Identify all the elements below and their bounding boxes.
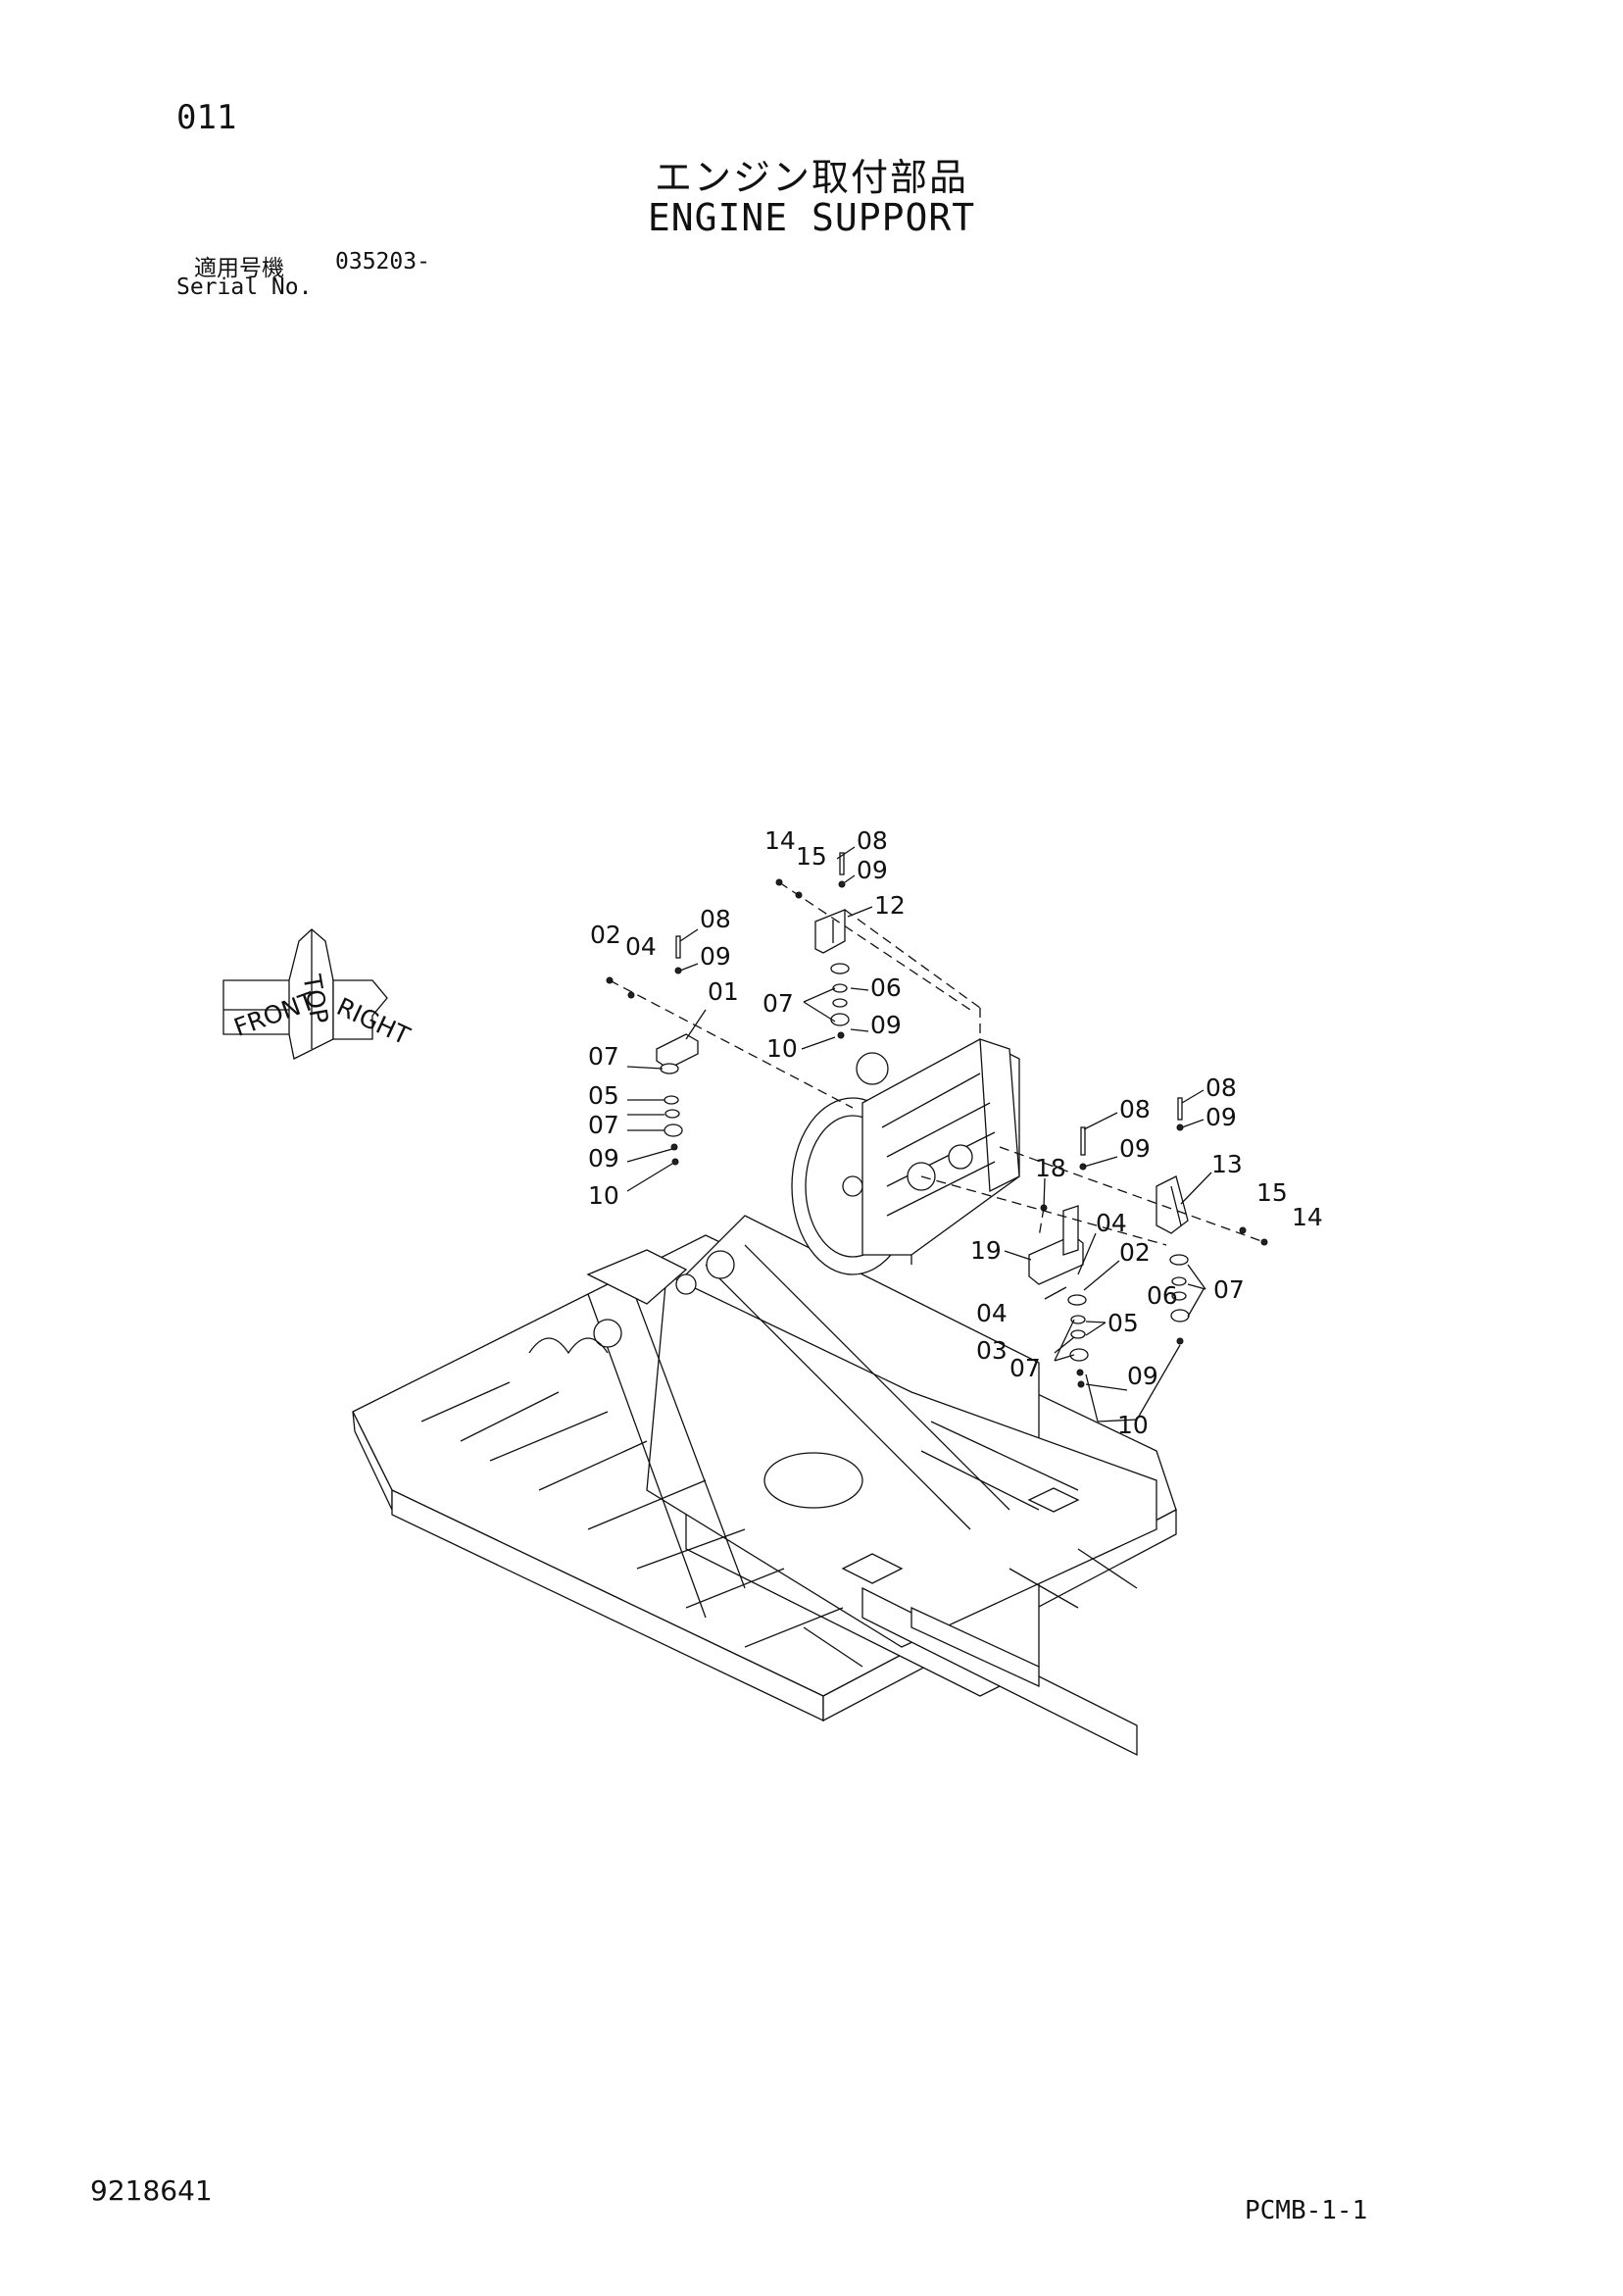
callout-10: 10 [1117, 1411, 1149, 1439]
callout-07: 07 [588, 1111, 619, 1139]
callout-08: 08 [857, 826, 888, 855]
callout-18: 18 [1035, 1154, 1066, 1182]
callout-10: 10 [766, 1034, 798, 1063]
callout-07: 07 [1009, 1354, 1041, 1382]
callout-07: 07 [1213, 1275, 1245, 1304]
callout-08: 08 [1119, 1095, 1151, 1123]
upper-frame-chassis [352, 1215, 1177, 1757]
orientation-icon: FRONT TOP RIGHT [222, 928, 415, 1060]
callout-08: 08 [1205, 1073, 1237, 1102]
callout-15: 15 [796, 842, 827, 871]
callout-02: 02 [590, 921, 621, 949]
callout-04: 04 [625, 932, 657, 961]
leader-lines [626, 846, 1212, 1423]
callout-09: 09 [1205, 1103, 1237, 1131]
callout-09: 09 [1119, 1134, 1151, 1163]
callout-07: 07 [762, 989, 794, 1018]
callout-labels: 14 15 08 09 12 02 04 08 09 01 07 06 09 1… [588, 826, 1323, 1439]
callout-08: 08 [700, 905, 731, 933]
document-number: 9218641 [90, 2174, 213, 2207]
callout-12: 12 [874, 891, 906, 920]
callout-03: 03 [976, 1336, 1008, 1365]
page-title-jp: エンジン取付部品 [654, 156, 968, 199]
serial-label-jp: 適用号機 [194, 256, 284, 281]
serial-label-en: Serial No. [176, 275, 313, 300]
reference-code: PCMB-1-1 [1245, 2196, 1368, 2225]
callout-14: 14 [764, 826, 796, 855]
page-number: 011 [176, 98, 237, 137]
serial-number-value: 035203- [335, 249, 430, 275]
callout-10: 10 [588, 1181, 619, 1210]
callout-09: 09 [870, 1011, 902, 1039]
assembly-guide-lines [609, 881, 1265, 1246]
callout-02: 02 [1119, 1238, 1151, 1267]
callout-01: 01 [708, 977, 739, 1006]
callout-19: 19 [970, 1236, 1002, 1265]
engine [791, 1038, 1020, 1275]
callout-09: 09 [588, 1144, 619, 1173]
callout-05: 05 [1107, 1309, 1139, 1337]
callout-05: 05 [588, 1081, 619, 1110]
callout-09: 09 [700, 942, 731, 971]
callout-07: 07 [588, 1042, 619, 1071]
callout-09: 09 [1127, 1362, 1158, 1390]
engine-mount-parts [606, 852, 1268, 1388]
callout-15: 15 [1256, 1178, 1288, 1207]
callout-04: 04 [1096, 1209, 1127, 1237]
callout-06: 06 [870, 973, 902, 1002]
callout-04: 04 [976, 1299, 1008, 1327]
callout-14: 14 [1292, 1203, 1323, 1231]
page-title-en: ENGINE SUPPORT [647, 196, 976, 239]
callout-06: 06 [1147, 1281, 1178, 1310]
callout-13: 13 [1211, 1150, 1243, 1178]
callout-09: 09 [857, 856, 888, 884]
